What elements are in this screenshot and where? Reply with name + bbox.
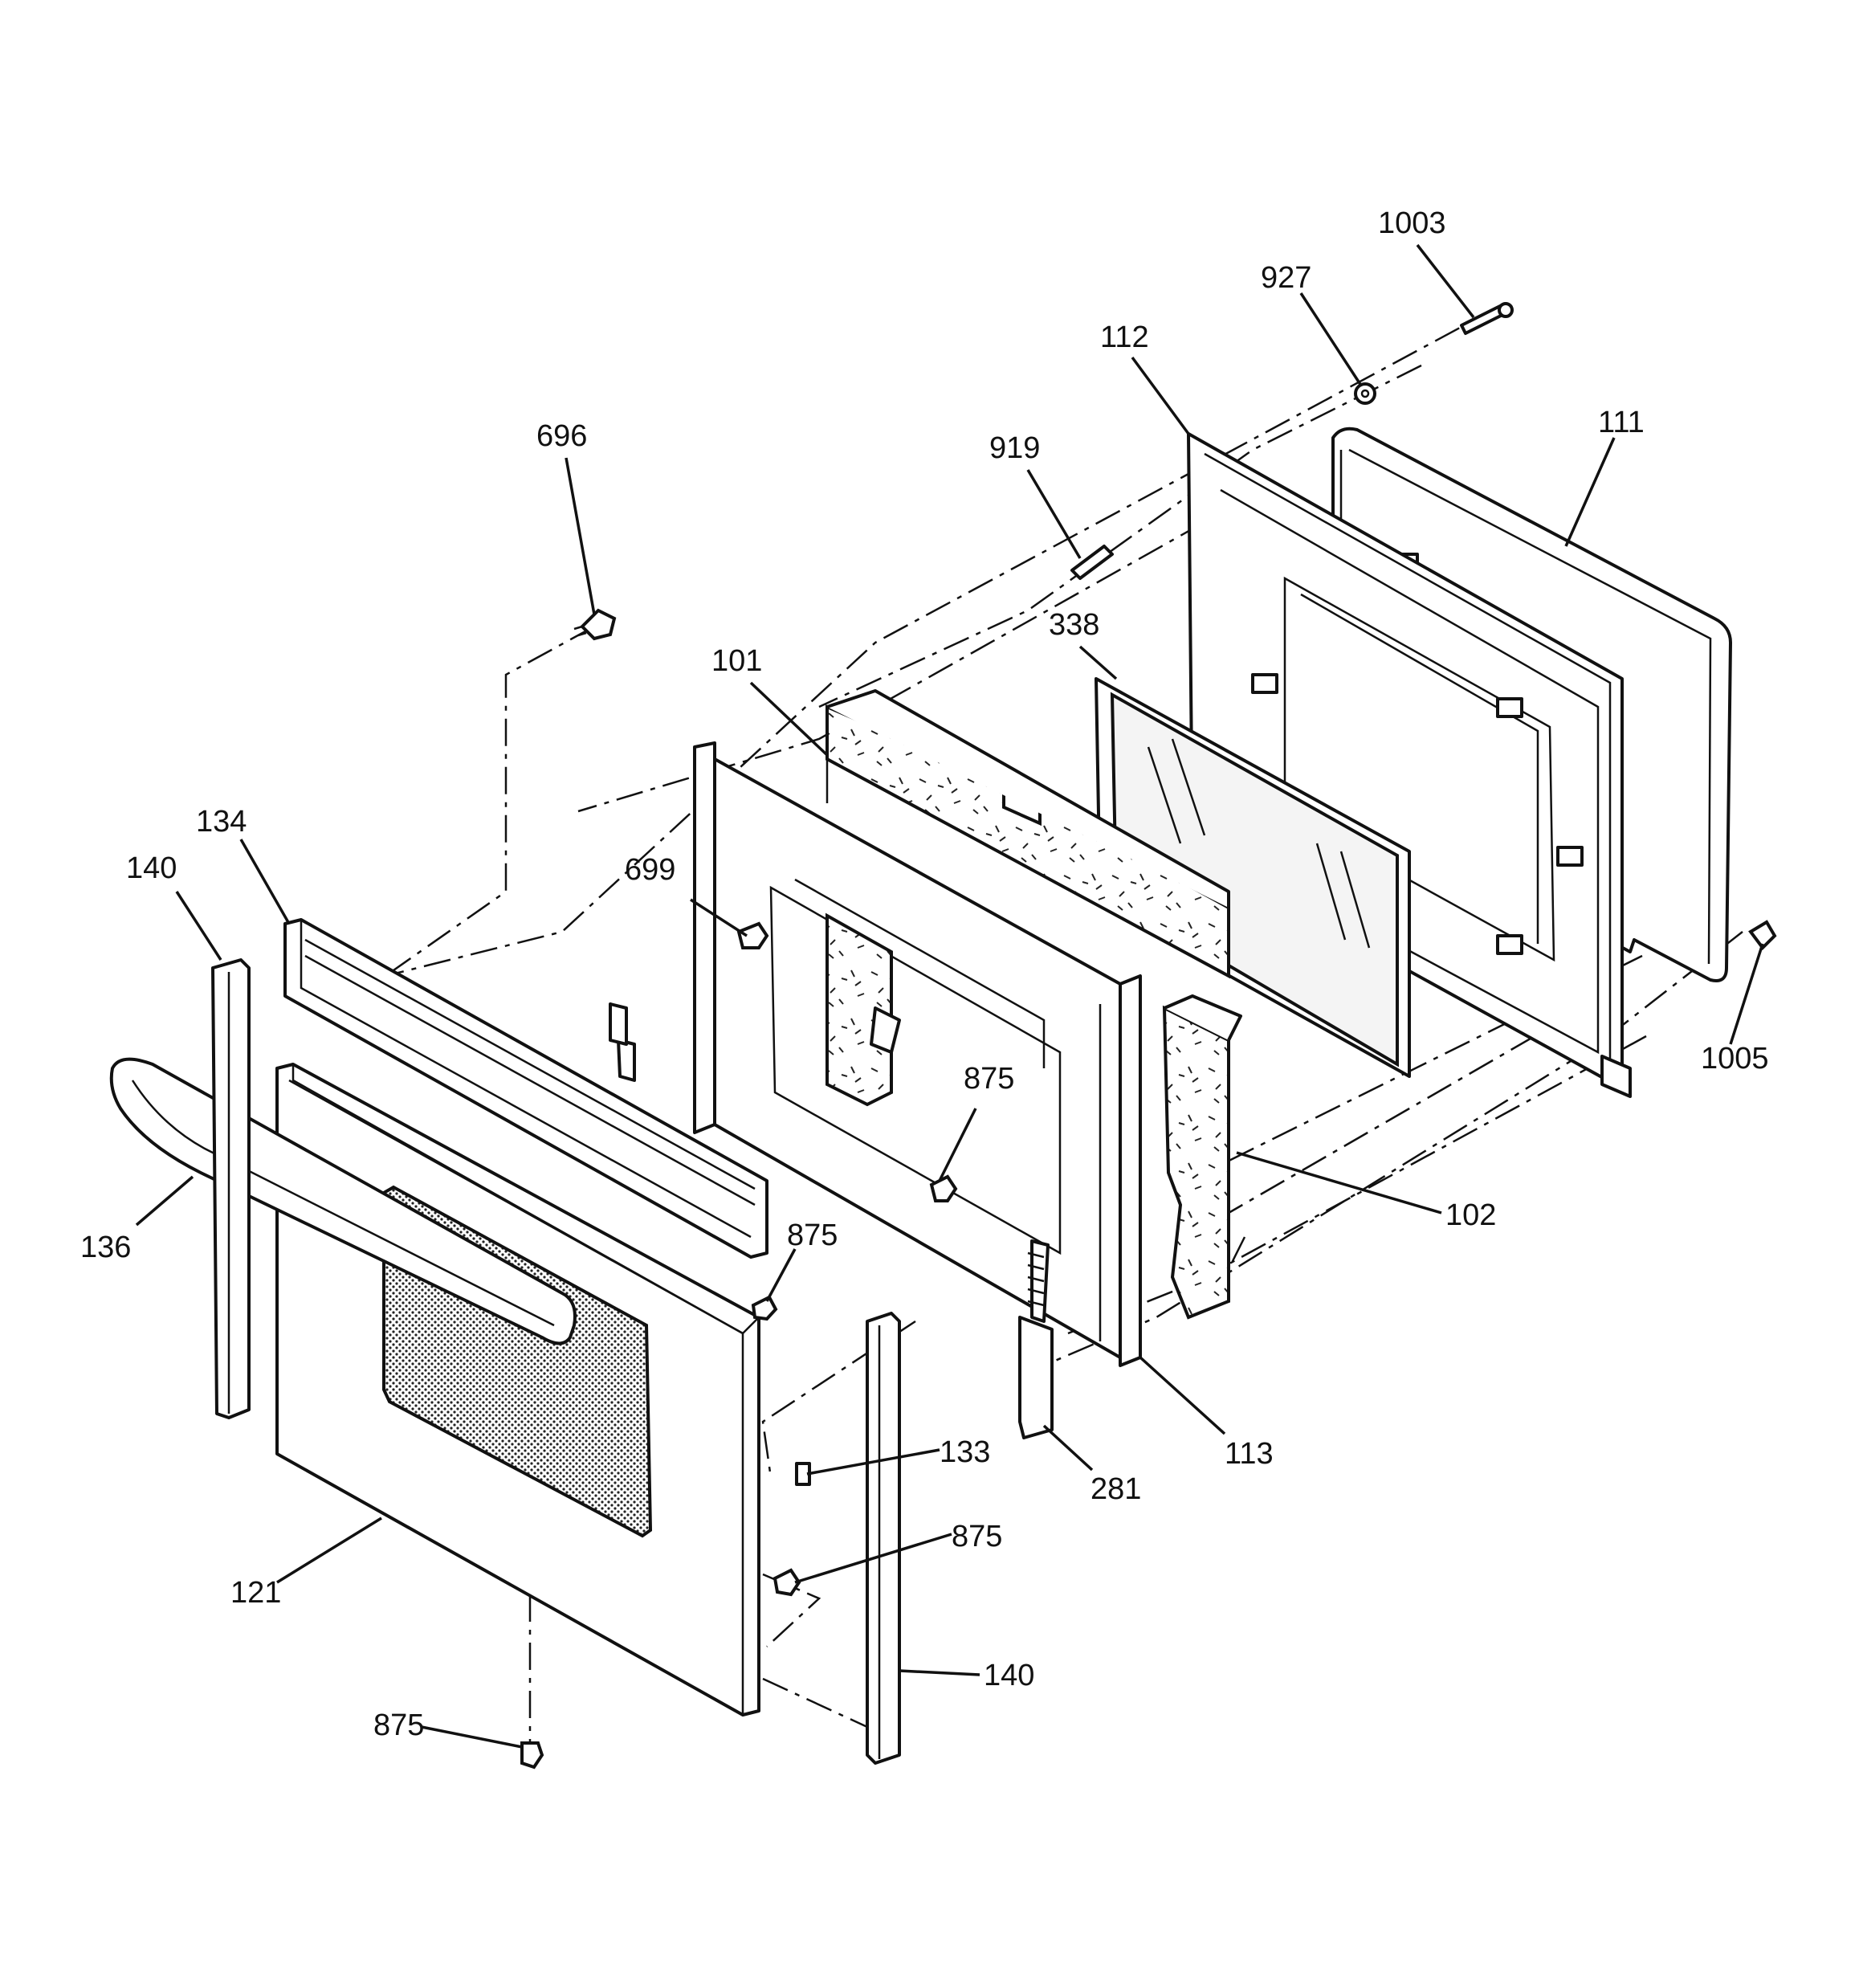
side-trim-140-left xyxy=(211,958,251,1419)
label-101: 101 xyxy=(711,644,762,678)
screws xyxy=(520,302,1777,1770)
label-102: 102 xyxy=(1445,1198,1496,1232)
label-136: 136 xyxy=(80,1231,131,1264)
label-140-top: 140 xyxy=(126,851,177,885)
vent-trim-134 xyxy=(283,918,768,1259)
screw-699 xyxy=(736,921,769,949)
inner-glass-338 xyxy=(1095,677,1411,1078)
label-919: 919 xyxy=(989,431,1040,465)
label-338: 338 xyxy=(1049,608,1099,642)
screw-696 xyxy=(580,608,617,641)
label-140-bottom: 140 xyxy=(984,1659,1034,1692)
side-insulation-102 xyxy=(1162,994,1242,1320)
label-875-mid: 875 xyxy=(787,1219,838,1252)
label-134: 134 xyxy=(196,805,247,839)
screw-875-c xyxy=(773,1568,801,1597)
label-875-lower: 875 xyxy=(952,1520,1002,1553)
screw-1005 xyxy=(1748,920,1777,951)
label-121: 121 xyxy=(230,1576,281,1610)
hinge-281 xyxy=(609,1002,1054,1439)
screw-875-b xyxy=(751,1295,778,1321)
label-1005: 1005 xyxy=(1701,1042,1769,1076)
insulation-101 xyxy=(826,689,1230,979)
label-111: 111 xyxy=(1598,406,1645,439)
screw-875-a xyxy=(929,1174,958,1202)
pin-919 xyxy=(1070,545,1114,580)
side-trim-140-right xyxy=(866,1312,901,1765)
label-927: 927 xyxy=(1261,261,1311,295)
label-875-top: 875 xyxy=(964,1062,1014,1096)
label-1003: 1003 xyxy=(1378,206,1446,240)
label-113: 113 xyxy=(1225,1437,1274,1471)
door-frame-113 xyxy=(693,741,1142,1367)
label-696: 696 xyxy=(536,419,587,453)
label-699: 699 xyxy=(625,853,675,887)
label-133: 133 xyxy=(940,1435,990,1469)
label-112: 112 xyxy=(1100,320,1149,354)
label-281: 281 xyxy=(1090,1472,1141,1506)
leader-lines xyxy=(135,243,1764,1749)
screw-875-d xyxy=(520,1741,544,1770)
washer-927 xyxy=(1354,382,1376,405)
inner-door-liner-112 xyxy=(1187,432,1632,1098)
label-875-bottom: 875 xyxy=(373,1708,424,1742)
callout-labels: 1003 927 112 111 696 919 338 101 134 140… xyxy=(80,206,1769,1742)
